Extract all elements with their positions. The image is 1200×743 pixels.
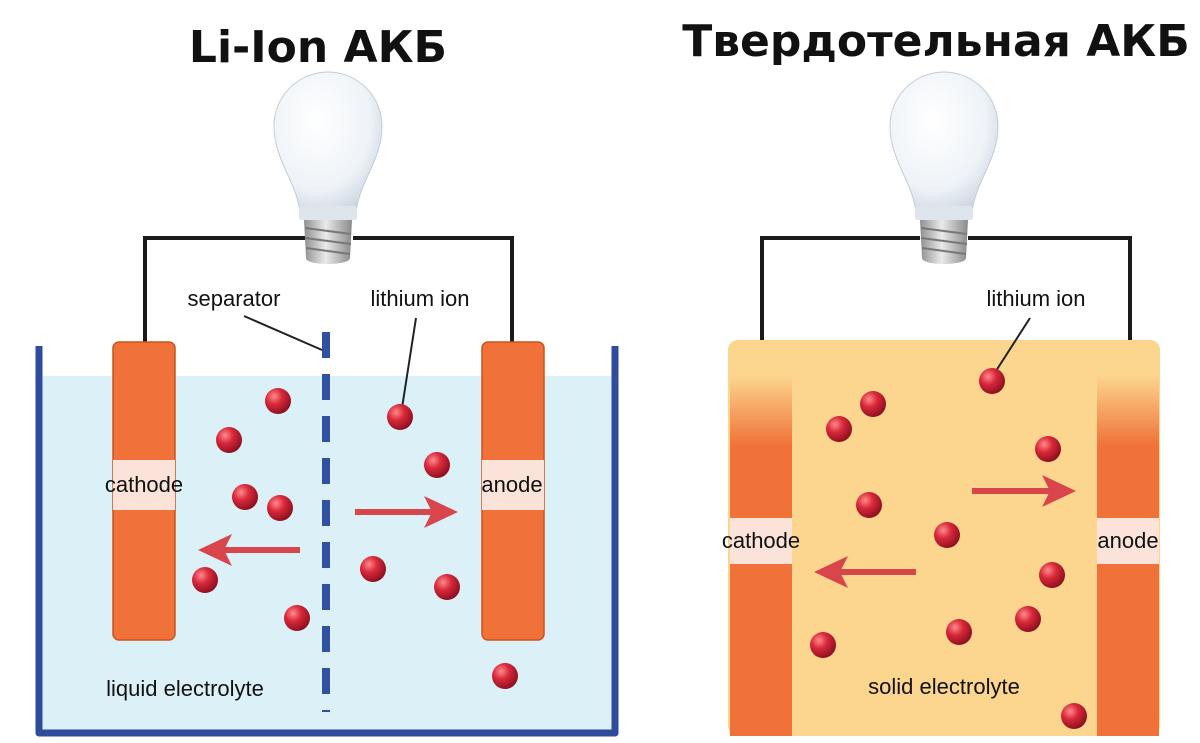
lithium-ion — [1061, 703, 1087, 729]
lithium-ion — [856, 492, 882, 518]
lithium-ion — [1035, 436, 1061, 462]
separator-label: separator — [188, 286, 281, 311]
solid-electrolyte-label: solid electrolyte — [868, 674, 1020, 699]
lithium-ion — [946, 619, 972, 645]
right-cathode-label: cathode — [722, 528, 800, 553]
left-circuit-wire — [143, 236, 514, 342]
left-light-bulb-icon — [273, 71, 383, 264]
right-lithium-ion-label: lithium ion — [986, 286, 1085, 311]
electrolyte-container — [35, 346, 619, 737]
right-anode-label: anode — [1097, 528, 1158, 553]
left-lithium-ion-label: lithium ion — [370, 286, 469, 311]
solid-state-title: Твердотельная АКБ — [682, 16, 1190, 67]
lithium-ion — [387, 404, 413, 430]
left-cathode-label: cathode — [105, 472, 183, 497]
lithium-ion — [492, 663, 518, 689]
lithium-ion — [826, 416, 852, 442]
lithium-ion — [434, 574, 460, 600]
left-anode — [481, 341, 545, 641]
solid-state-panel: Твердотельная АКБ cathode anode lithium … — [682, 16, 1190, 736]
left-cathode — [112, 341, 176, 641]
lithium-ion — [934, 522, 960, 548]
lithium-ion — [1039, 562, 1065, 588]
lithium-ion — [360, 556, 386, 582]
liquid-electrolyte-label: liquid electrolyte — [106, 676, 264, 701]
right-cathode — [730, 376, 792, 736]
right-circuit-wire — [760, 236, 1132, 342]
left-lithium-ion-leader-line — [401, 317, 417, 409]
right-lithium-ions — [810, 368, 1087, 729]
left-anode-label: anode — [481, 472, 542, 497]
left-lithium-ions — [192, 388, 518, 689]
lithium-ion — [1015, 606, 1041, 632]
li-ion-title: Li-Ion АКБ — [189, 22, 447, 73]
right-arrow-to-cathode — [814, 556, 916, 588]
right-light-bulb-icon — [889, 71, 999, 264]
lithium-ion — [265, 388, 291, 414]
left-arrow-to-anode — [355, 496, 458, 528]
li-ion-panel: Li-Ion АКБ cathode anode separator — [35, 22, 619, 737]
lithium-ion — [192, 567, 218, 593]
right-arrow-to-anode — [972, 475, 1076, 507]
right-lithium-ion-leader-line — [993, 317, 1031, 375]
separator-leader-line — [243, 315, 323, 351]
lithium-ion — [284, 605, 310, 631]
left-arrow-to-cathode — [198, 534, 300, 566]
lithium-ion — [267, 495, 293, 521]
lithium-ion — [860, 391, 886, 417]
right-anode — [1097, 376, 1159, 736]
lithium-ion — [232, 484, 258, 510]
lithium-ion — [424, 452, 450, 478]
lithium-ion — [979, 368, 1005, 394]
lithium-ion — [810, 632, 836, 658]
lithium-ion — [216, 427, 242, 453]
